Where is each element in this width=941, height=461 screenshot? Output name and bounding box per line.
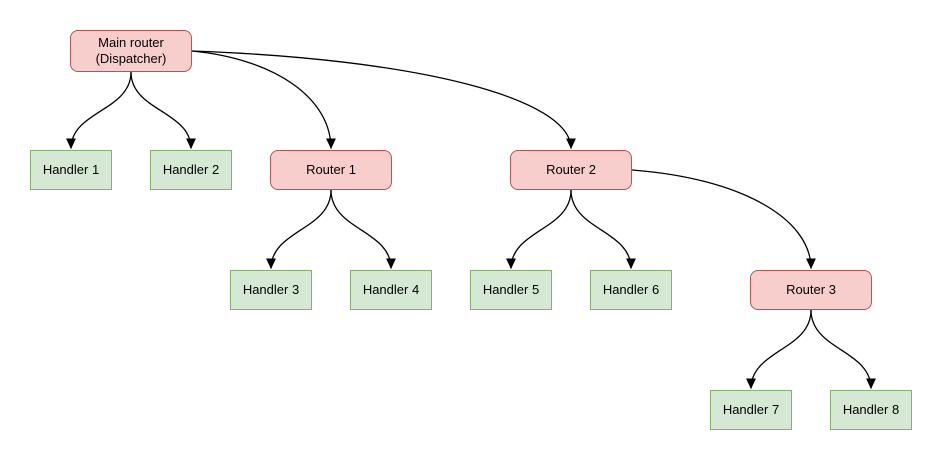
node-handler-4: Handler 4	[350, 270, 432, 310]
node-main-router: Main router (Dispatcher)	[70, 30, 192, 72]
node-label: Handler 8	[842, 401, 900, 417]
node-handler-5: Handler 5	[470, 270, 552, 310]
edge-router-3-to-handler-8	[810, 309, 876, 390]
node-handler-1: Handler 1	[30, 150, 112, 190]
node-router-1: Router 1	[270, 150, 392, 190]
node-label: Router 3	[786, 281, 836, 297]
node-label: Handler 5	[482, 281, 540, 297]
edge-router-3-to-handler-7	[746, 309, 812, 390]
node-router-2: Router 2	[510, 150, 632, 190]
node-label: Router 1	[306, 161, 356, 177]
node-handler-2: Handler 2	[150, 150, 232, 190]
edge-router-2-to-router-3	[631, 169, 816, 270]
node-label: Main router (Dispatcher)	[95, 34, 167, 66]
node-handler-6: Handler 6	[590, 270, 672, 310]
edge-router-1-to-handler-4	[330, 189, 396, 270]
node-handler-3: Handler 3	[230, 270, 312, 310]
node-label: Handler 6	[602, 281, 660, 297]
node-label: Handler 1	[42, 161, 100, 177]
edge-main-router-to-router-1	[191, 50, 336, 150]
node-handler-7: Handler 7	[710, 390, 792, 430]
node-label: Router 2	[546, 161, 596, 177]
node-router-3: Router 3	[750, 270, 872, 310]
node-label: Handler 4	[362, 281, 420, 297]
edge-router-2-to-handler-6	[570, 189, 636, 270]
edge-router-2-to-handler-5	[506, 189, 572, 270]
edge-main-router-to-handler-1	[66, 71, 132, 150]
node-handler-8: Handler 8	[830, 390, 912, 430]
edge-router-1-to-handler-3	[266, 189, 332, 270]
edge-main-router-to-router-2	[191, 50, 576, 150]
node-label: Handler 2	[162, 161, 220, 177]
node-label: Handler 7	[722, 401, 780, 417]
node-label: Handler 3	[242, 281, 300, 297]
edge-main-router-to-handler-2	[130, 71, 196, 150]
